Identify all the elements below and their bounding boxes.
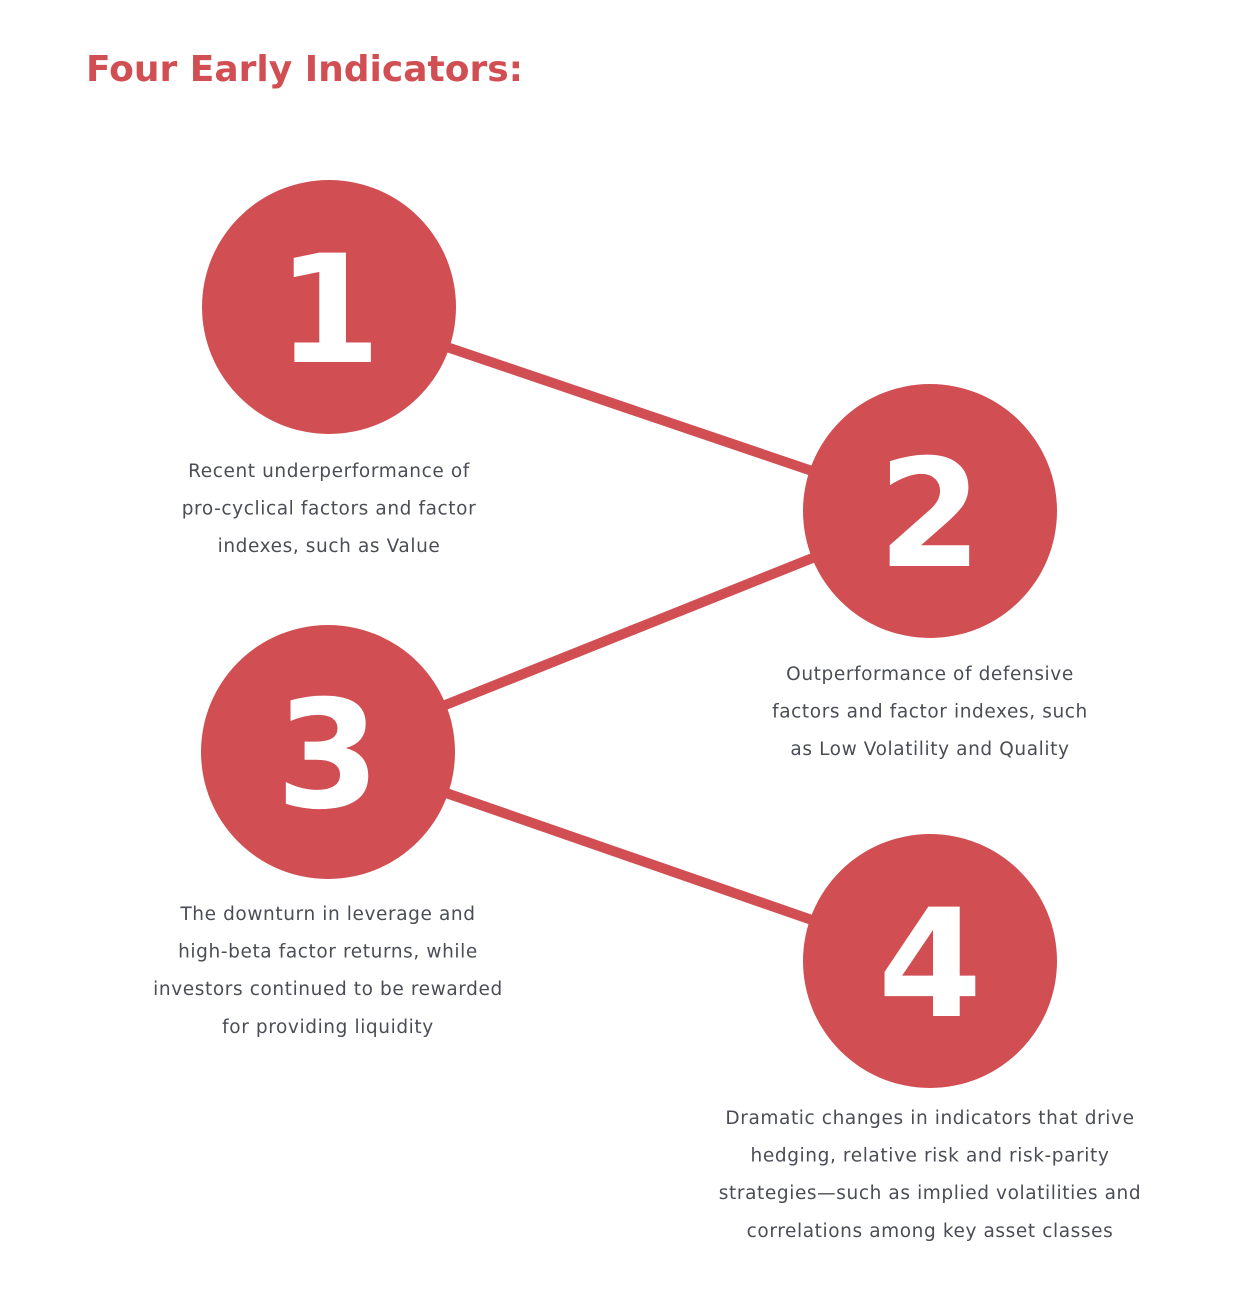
indicator-description-line: Outperformance of defensive xyxy=(786,664,1074,685)
indicator-circle xyxy=(803,384,1057,638)
indicator-circle xyxy=(201,625,455,879)
page-title: Four Early Indicators: xyxy=(86,49,523,90)
indicator-description-line: as Low Volatility and Quality xyxy=(790,739,1069,760)
indicator-description-line: The downturn in leverage and xyxy=(179,904,475,925)
indicator-description-line: high-beta factor returns, while xyxy=(178,942,478,963)
indicator-description-line: hedging, relative risk and risk-parity xyxy=(751,1146,1110,1167)
indicator-number: 1 xyxy=(277,224,381,398)
indicator-description-line: for providing liquidity xyxy=(222,1017,434,1038)
indicator-circle xyxy=(803,834,1057,1088)
indicator-number: 2 xyxy=(878,428,982,602)
indicator-number: 4 xyxy=(878,878,982,1052)
indicator-description-line: pro-cyclical factors and factor xyxy=(182,499,477,520)
indicator-description-line: Dramatic changes in indicators that driv… xyxy=(725,1108,1134,1129)
indicator-description-line: Recent underperformance of xyxy=(188,461,470,482)
indicator-description-line: indexes, such as Value xyxy=(218,536,441,557)
indicator-number: 3 xyxy=(276,669,380,843)
indicator-description-line: factors and factor indexes, such xyxy=(772,702,1088,723)
indicator-description-line: correlations among key asset classes xyxy=(747,1221,1114,1242)
indicator-description-line: investors continued to be rewarded xyxy=(153,979,503,1000)
indicator-description-line: strategies—such as implied volatilities … xyxy=(719,1183,1141,1204)
indicator-circle xyxy=(202,180,456,434)
